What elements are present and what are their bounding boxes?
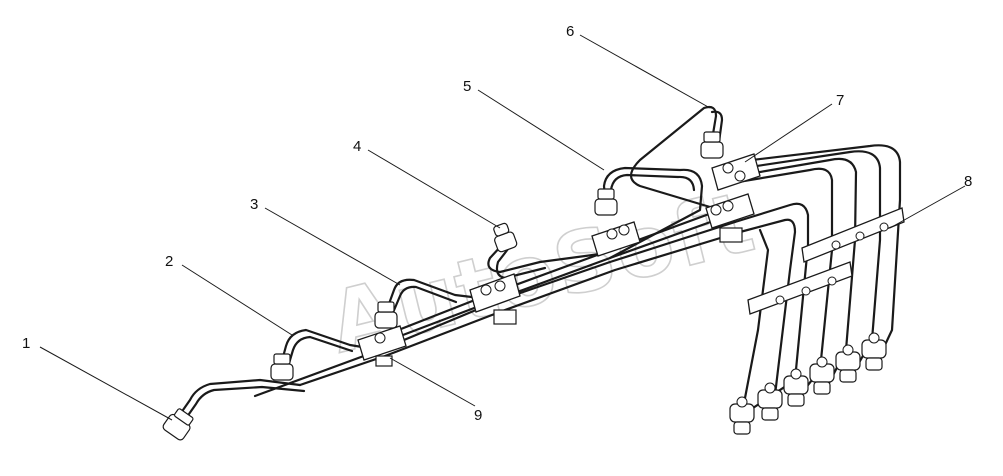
leader-9 bbox=[389, 357, 476, 407]
callout-1: 1 bbox=[22, 335, 30, 352]
rail-clamp-a bbox=[469, 273, 521, 325]
pipe-1-tube bbox=[174, 378, 302, 422]
pipe-3-tube-b bbox=[390, 285, 458, 317]
pipe-3 bbox=[374, 278, 482, 329]
fitting-1 bbox=[162, 408, 194, 441]
clamp-bar-upper bbox=[801, 207, 905, 263]
pipe-5-tube-b bbox=[609, 173, 696, 202]
pipe-2-tube-b bbox=[285, 335, 354, 372]
pipe-5 bbox=[594, 166, 704, 260]
clamp-bar-lower bbox=[747, 261, 853, 315]
right-pipe-b bbox=[738, 218, 797, 397]
leader-1 bbox=[39, 346, 173, 421]
leader-6 bbox=[579, 34, 711, 109]
callout-4: 4 bbox=[353, 138, 361, 155]
rail-clamp-c bbox=[705, 193, 755, 243]
pipe-4-tube bbox=[487, 243, 602, 274]
pipe-1 bbox=[162, 378, 306, 441]
fitting-5 bbox=[594, 188, 618, 216]
pipe-1-tube-2 bbox=[180, 385, 306, 426]
pipe-2 bbox=[270, 328, 382, 381]
fitting-4 bbox=[493, 222, 518, 253]
callout-8: 8 bbox=[964, 173, 972, 190]
rail-clamp-b bbox=[591, 221, 641, 257]
pipe-5-tube bbox=[602, 166, 704, 260]
pipe-2-tube bbox=[278, 328, 382, 370]
right-pipe-c bbox=[718, 167, 834, 397]
callout-5: 5 bbox=[463, 78, 471, 95]
leader-4 bbox=[367, 149, 501, 229]
fitting-3 bbox=[374, 301, 398, 329]
rail-clamp-9 bbox=[357, 325, 407, 367]
fitting-2 bbox=[270, 353, 294, 381]
fitting-6 bbox=[700, 131, 724, 159]
callout-6: 6 bbox=[566, 23, 574, 40]
callout-2: 2 bbox=[165, 253, 173, 270]
rail-pipe-4 bbox=[393, 213, 732, 340]
right-pipe-a bbox=[733, 202, 810, 412]
right-pipe-bundle bbox=[718, 144, 902, 412]
callout-labels: 1 2 3 4 5 6 7 8 9 bbox=[22, 23, 972, 424]
pipe-3-tube bbox=[384, 278, 482, 314]
callout-3: 3 bbox=[250, 196, 258, 213]
callout-7: 7 bbox=[836, 92, 844, 109]
leader-lines bbox=[39, 34, 966, 421]
leader-2 bbox=[181, 264, 293, 336]
right-pipe-f bbox=[733, 144, 902, 362]
right-pipe-e bbox=[728, 150, 882, 377]
leader-8 bbox=[889, 185, 966, 229]
callout-9: 9 bbox=[474, 407, 482, 424]
pipe-6 bbox=[629, 105, 724, 212]
leader-7 bbox=[744, 103, 833, 163]
right-pipe-d bbox=[723, 157, 858, 387]
rail-clamp-7 bbox=[711, 153, 761, 191]
right-pipe-g bbox=[743, 228, 770, 400]
leader-3 bbox=[264, 207, 401, 286]
injector-fittings bbox=[729, 332, 887, 435]
pipe-6-tube-b bbox=[710, 110, 724, 144]
leader-5 bbox=[477, 89, 605, 171]
